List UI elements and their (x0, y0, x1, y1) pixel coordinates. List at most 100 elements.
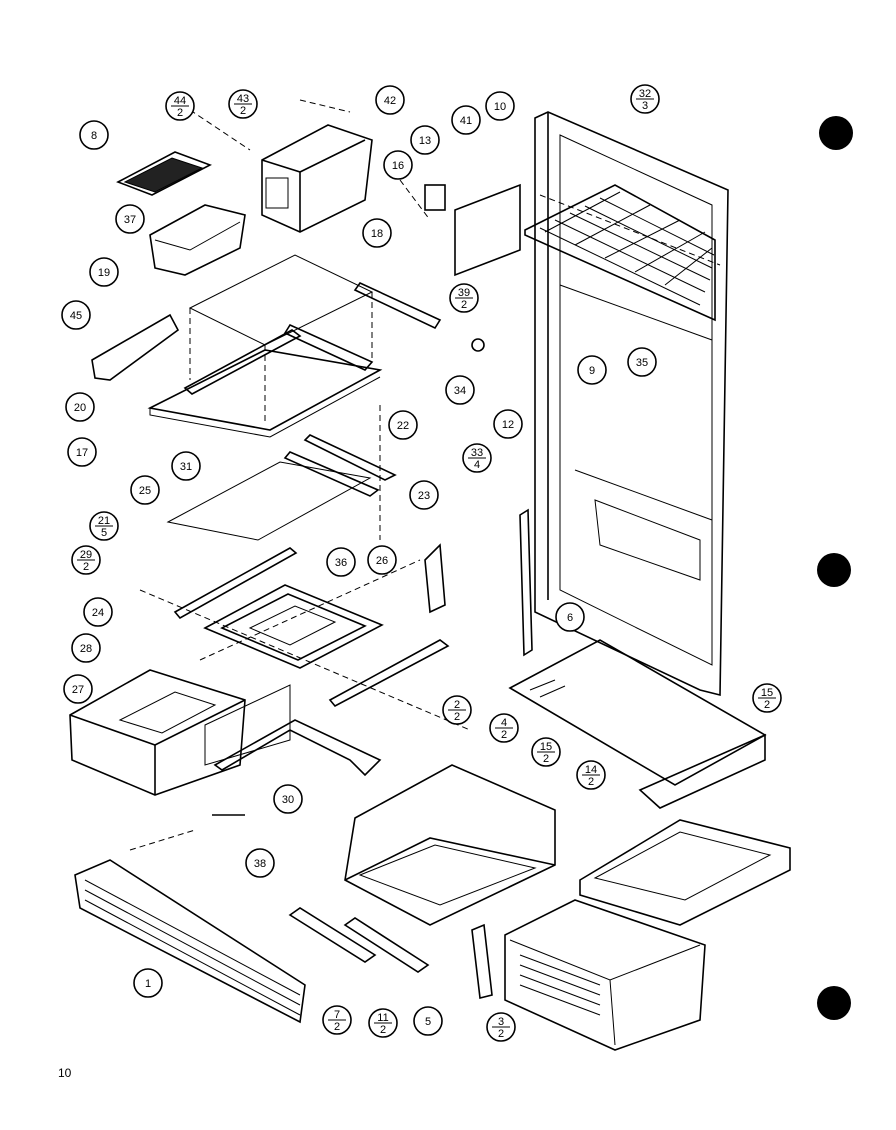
callout-denominator: 2 (83, 561, 89, 573)
crisper-cover-frame (203, 584, 384, 669)
callout-25: 25 (130, 475, 160, 505)
callout-label: 18 (371, 228, 383, 240)
crisper-drawer-right (579, 819, 791, 926)
callout-denominator: 2 (543, 753, 549, 765)
callout-label: 37 (124, 214, 136, 226)
callout-13: 13 (410, 125, 440, 155)
binder-hole-top (819, 116, 853, 150)
callout-31: 31 (171, 451, 201, 481)
callout-label: 6 (567, 612, 573, 624)
shelf-rails (139, 547, 471, 777)
ice-maker-housing (261, 124, 373, 233)
callout-label: 8 (91, 130, 97, 142)
callout-18: 18 (362, 218, 392, 248)
callout-6: 6 (555, 602, 585, 632)
crisper-bracket (424, 543, 446, 614)
ice-bin (149, 204, 246, 276)
callout-numerator: 14 (585, 764, 597, 776)
callout-label: 28 (80, 643, 92, 655)
callout-label: 25 (139, 485, 151, 497)
callout-label: 19 (98, 267, 110, 279)
callout-9: 9 (577, 355, 607, 385)
callout-numerator: 3 (498, 1016, 504, 1028)
callout-label: 22 (397, 420, 409, 432)
callout-34: 34 (445, 375, 475, 405)
callout-label: 27 (72, 684, 84, 696)
ice-tray (116, 151, 212, 196)
callout-label: 38 (254, 858, 266, 870)
callout-24: 24 (83, 597, 113, 627)
small-parts (129, 99, 521, 851)
callout-4: 42 (489, 713, 519, 743)
callout-26: 26 (367, 545, 397, 575)
callout-11: 112 (368, 1008, 398, 1038)
callout-12: 12 (493, 409, 523, 439)
callout-denominator: 2 (498, 1028, 504, 1040)
binder-hole-bottom (817, 986, 851, 1020)
callout-10: 10 (485, 91, 515, 121)
freezer-wire-shelf (524, 184, 716, 322)
page-number: 10 (58, 1066, 72, 1080)
callout-denominator: 3 (642, 100, 648, 112)
callout-numerator: 7 (334, 1009, 340, 1021)
callout-2: 22 (442, 695, 472, 725)
callout-label: 13 (419, 135, 431, 147)
callout-label: 17 (76, 447, 88, 459)
callout-42: 42 (375, 85, 405, 115)
callout-denominator: 2 (501, 729, 507, 741)
callout-label: 31 (180, 461, 192, 473)
callout-41: 41 (451, 105, 481, 135)
meat-pan (69, 669, 291, 796)
binder-hole-middle (817, 553, 851, 587)
callout-label: 1 (145, 978, 151, 990)
callout-label: 9 (589, 365, 595, 377)
callout-numerator: 43 (237, 93, 249, 105)
callout-denominator: 4 (474, 459, 480, 471)
callout-numerator: 15 (540, 741, 552, 753)
callout-17: 17 (67, 437, 97, 467)
callout-21: 215 (89, 511, 119, 541)
callout-numerator: 33 (471, 447, 483, 459)
callout-45: 45 (61, 300, 91, 330)
crisper-bin-front (504, 899, 706, 1051)
callout-label: 42 (384, 95, 396, 107)
callout-3: 32 (486, 1012, 516, 1042)
callout-35: 35 (627, 347, 657, 377)
callout-denominator: 2 (461, 299, 467, 311)
drawer-frame-rails (288, 907, 493, 999)
callout-23: 23 (409, 480, 439, 510)
fresh-food-shelf (166, 405, 397, 541)
callout-label: 34 (454, 385, 466, 397)
callout-15b: 152 (531, 737, 561, 767)
center-mullion (519, 508, 533, 657)
crisper-glass-cover (508, 639, 767, 809)
callout-denominator: 5 (101, 527, 107, 539)
callout-16: 16 (383, 150, 413, 180)
callout-39: 392 (449, 283, 479, 313)
callout-numerator: 44 (174, 95, 186, 107)
callout-30: 30 (273, 784, 303, 814)
callout-numerator: 29 (80, 549, 92, 561)
callout-numerator: 4 (501, 717, 507, 729)
callout-denominator: 2 (764, 699, 770, 711)
callout-numerator: 15 (761, 687, 773, 699)
freezer-shelf-assembly (147, 254, 442, 438)
callout-36: 36 (326, 547, 356, 577)
callout-label: 26 (376, 555, 388, 567)
callout-14: 142 (576, 760, 606, 790)
callout-denominator: 2 (380, 1024, 386, 1036)
callout-denominator: 2 (177, 107, 183, 119)
callout-label: 35 (636, 357, 648, 369)
callout-denominator: 2 (454, 711, 460, 723)
callout-label: 10 (494, 101, 506, 113)
callout-22: 22 (388, 410, 418, 440)
callout-label: 20 (74, 402, 86, 414)
freezer-door-bar (91, 313, 180, 381)
callout-denominator: 2 (334, 1021, 340, 1033)
callout-label: 12 (502, 419, 514, 431)
callout-numerator: 21 (98, 515, 110, 527)
callout-label: 23 (418, 490, 430, 502)
callout-denominator: 2 (588, 776, 594, 788)
callout-37: 37 (115, 204, 145, 234)
callout-numerator: 11 (377, 1012, 388, 1024)
